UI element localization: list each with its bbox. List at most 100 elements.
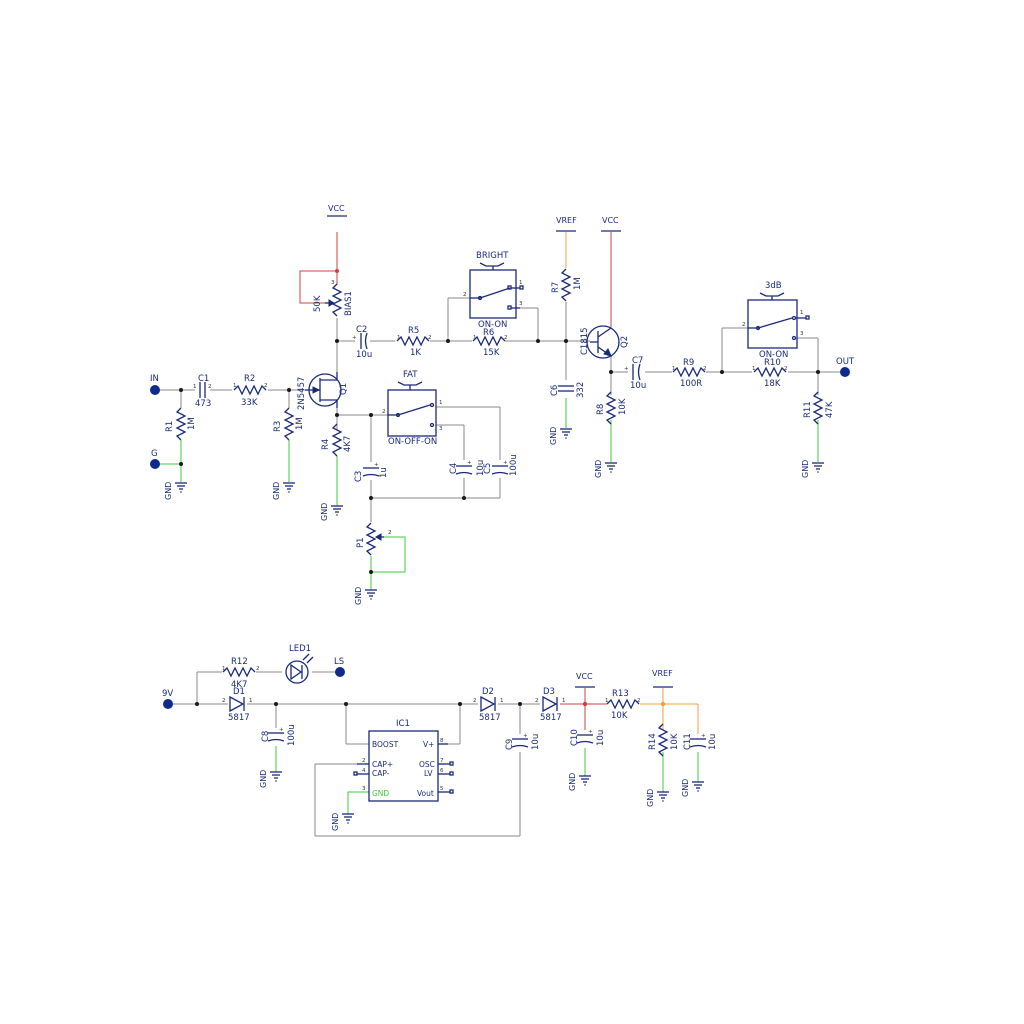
svg-text:C10: C10 (570, 729, 580, 746)
capacitor-c3[interactable]: C3 1u + (354, 462, 389, 482)
svg-text:BIAS1: BIAS1 (344, 291, 354, 316)
gnd-symbol-r3: GND (272, 482, 296, 500)
svg-text:2: 2 (222, 698, 226, 704)
svg-text:R7: R7 (551, 282, 561, 293)
svg-text:10u: 10u (630, 381, 646, 391)
terminal-ls[interactable]: LS (334, 657, 345, 677)
svg-text:1M: 1M (187, 417, 197, 430)
gnd-symbol-p1: GND (354, 587, 378, 605)
junction-dots (179, 269, 820, 707)
resistor-r14[interactable]: R14 10K (648, 723, 680, 757)
gnd-symbol-r1: GND (164, 482, 188, 500)
switch-fat[interactable]: FAT ON-OFF-ON 213 (382, 370, 443, 447)
svg-text:3: 3 (331, 280, 335, 286)
gnd-symbol-c8: GND (259, 770, 283, 788)
transistor-q1[interactable]: 2N5457 Q1 (297, 372, 349, 410)
vcc-symbol-q2: VCC (601, 216, 621, 232)
terminal-in[interactable]: IN (150, 374, 160, 395)
svg-text:+: + (523, 733, 528, 739)
svg-text:2: 2 (362, 758, 366, 764)
svg-text:1: 1 (800, 310, 804, 316)
svg-text:7: 7 (440, 758, 444, 764)
svg-text:2: 2 (264, 383, 268, 389)
capacitor-c4[interactable]: C4 10u + (449, 460, 486, 476)
led-led1[interactable]: LED1 (285, 644, 314, 684)
svg-text:C4: C4 (449, 463, 459, 474)
svg-text:R13: R13 (612, 689, 629, 699)
svg-text:ON-OFF-ON: ON-OFF-ON (388, 437, 437, 447)
resistor-r4[interactable]: R4 4K7 (321, 423, 353, 457)
svg-text:100u: 100u (287, 724, 297, 746)
svg-text:R8: R8 (596, 404, 606, 415)
svg-text:2: 2 (784, 366, 788, 372)
capacitor-c8[interactable]: C8 100u + (261, 724, 297, 746)
svg-text:R2: R2 (244, 374, 255, 384)
svg-text:3dB: 3dB (765, 281, 782, 291)
svg-text:GND: GND (320, 503, 329, 521)
resistor-r8[interactable]: R8 10K (596, 391, 628, 425)
capacitor-c5[interactable]: C5 100u + (483, 454, 519, 476)
svg-text:C1815: C1815 (580, 327, 590, 355)
resistor-r1[interactable]: R1 1M (165, 407, 197, 441)
transistor-q2[interactable]: C1815 Q2 (580, 325, 630, 359)
svg-text:GND: GND (549, 427, 558, 445)
svg-text:332: 332 (576, 382, 586, 398)
svg-text:1: 1 (397, 335, 401, 341)
svg-text:3: 3 (439, 426, 443, 432)
potentiometer-p1[interactable]: P1 2 (356, 522, 392, 556)
gnd-symbol-c11: GND (681, 779, 705, 797)
svg-text:1: 1 (222, 666, 226, 672)
gnd-symbol-c6: GND (549, 427, 573, 445)
terminal-g[interactable]: G (150, 449, 160, 469)
terminal-out[interactable]: OUT (836, 357, 855, 377)
svg-text:R14: R14 (648, 733, 658, 750)
switch-3db[interactable]: 3dB ON-ON 213 (742, 281, 810, 360)
svg-text:3: 3 (362, 786, 366, 792)
capacitor-c7[interactable]: C7 10u + (624, 356, 646, 391)
terminal-9v[interactable]: 9V (162, 689, 173, 709)
capacitor-c11[interactable]: C11 10u + (683, 733, 718, 750)
resistor-r7[interactable]: R7 1M (551, 268, 583, 302)
svg-text:+: + (701, 733, 706, 739)
svg-text:R6: R6 (483, 328, 494, 338)
svg-text:4: 4 (362, 768, 366, 774)
svg-text:R12: R12 (231, 657, 248, 667)
svg-text:VCC: VCC (576, 672, 593, 681)
svg-text:2: 2 (463, 292, 467, 298)
svg-text:LS: LS (334, 657, 344, 667)
svg-text:2: 2 (473, 698, 477, 704)
svg-text:2: 2 (742, 322, 746, 328)
capacitor-c9[interactable]: C9 10u + (505, 733, 541, 750)
svg-text:2: 2 (535, 698, 539, 704)
switch-bright[interactable]: BRIGHT ON-ON 213 (463, 251, 524, 330)
capacitor-c2[interactable]: C2 10u + (352, 325, 372, 360)
svg-text:V+: V+ (423, 740, 434, 749)
svg-text:R10: R10 (764, 358, 781, 368)
capacitor-c6[interactable]: C6 332 (550, 382, 586, 398)
svg-text:+: + (374, 462, 379, 468)
svg-text:47K: 47K (825, 401, 835, 418)
svg-text:5817: 5817 (479, 713, 501, 723)
svg-text:R9: R9 (683, 358, 694, 368)
svg-text:1: 1 (473, 335, 477, 341)
svg-text:D2: D2 (482, 687, 494, 697)
ic-ic1[interactable]: IC1 BOOST V+ CAP+ OSC CAP- LV GND Vout 8… (353, 719, 454, 802)
svg-text:IC1: IC1 (396, 719, 410, 729)
trimmer-bias1[interactable]: 50K BIAS1 3 (313, 280, 354, 317)
svg-text:VREF: VREF (556, 216, 577, 225)
gnd-symbol-r11: GND (801, 460, 825, 478)
resistor-r3[interactable]: R3 1M (273, 407, 305, 441)
capacitor-c10[interactable]: C10 10u + (570, 729, 606, 746)
resistor-r11[interactable]: R11 47K (803, 391, 835, 425)
